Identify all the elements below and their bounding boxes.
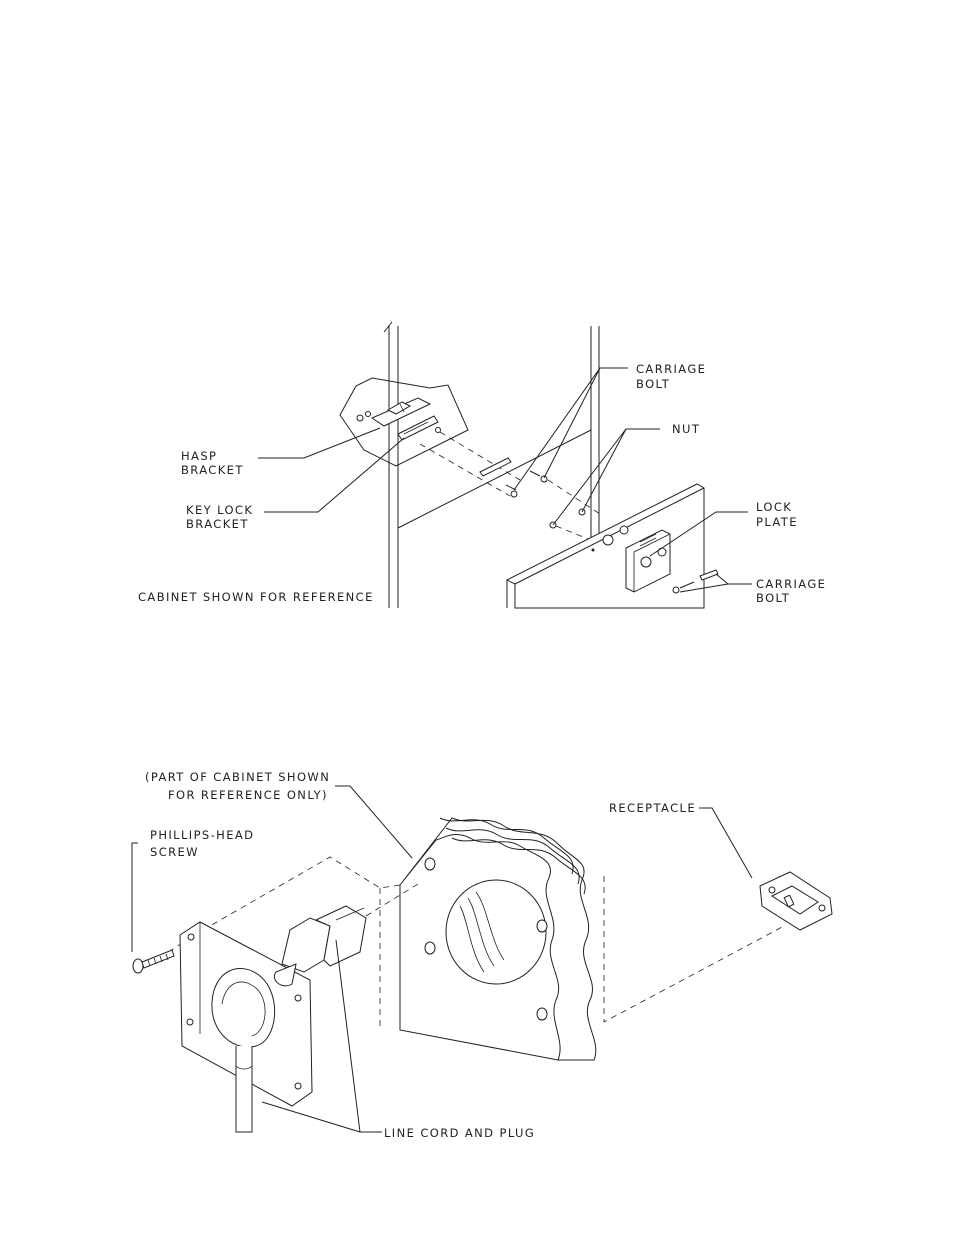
plug (274, 884, 418, 986)
cabinet-reference-note: CABINET SHOWN FOR REFERENCE (138, 590, 374, 604)
phillips-screw-label-2: SCREW (150, 845, 199, 859)
nut-label: NUT (672, 422, 700, 436)
receptacle (760, 872, 832, 930)
hasp-bracket-label: HASP (181, 449, 217, 463)
phillips-screw-label: PHILLIPS-HEAD (150, 828, 254, 842)
lock-plate-label: LOCK (756, 500, 792, 514)
key-lock-bracket-label: KEY LOCK (186, 503, 253, 517)
carriage-bolt-lower-label-2: BOLT (756, 591, 790, 605)
carriage-bolt-upper-label-2: BOLT (636, 377, 670, 391)
receptacle-label: RECEPTACLE (609, 801, 696, 815)
phillips-head-screw (133, 950, 174, 973)
cabinet-part-note: (PART OF CABINET SHOWN (145, 770, 330, 784)
carriage-bolts-upper (480, 458, 547, 497)
lock-plate-label-2: PLATE (756, 515, 798, 529)
mounting-panel (340, 378, 468, 466)
cabinet-part-note-2: FOR REFERENCE ONLY) (168, 788, 328, 802)
cabinet-section (400, 818, 596, 1060)
key-lock-bracket-label-2: BRACKET (186, 517, 249, 531)
carriage-bolt-lower-label: CARRIAGE (756, 577, 826, 591)
carriage-bolt-upper-label: CARRIAGE (636, 362, 706, 376)
line-cord-label: LINE CORD AND PLUG (384, 1126, 535, 1140)
hasp-bracket-label-2: BRACKET (181, 463, 244, 477)
